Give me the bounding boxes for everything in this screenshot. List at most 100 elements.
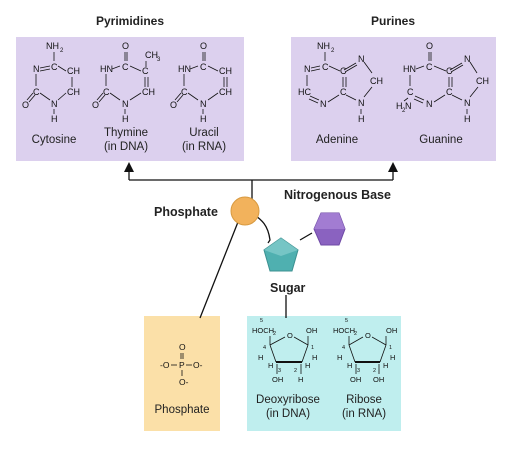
deoxyribose-note: (in DNA) — [265, 408, 311, 420]
svg-text:O: O — [170, 100, 177, 110]
svg-text:N: N — [464, 98, 471, 108]
uracil-note: (in RNA) — [181, 141, 227, 153]
svg-text:-O: -O — [160, 360, 170, 370]
adenine-label: Adenine — [315, 134, 359, 146]
svg-text:O: O — [426, 41, 433, 51]
svg-text:1: 1 — [389, 345, 392, 351]
svg-text:N: N — [358, 54, 365, 64]
svg-text:C: C — [142, 66, 149, 76]
svg-text:C: C — [103, 87, 110, 97]
svg-text:N: N — [200, 99, 207, 109]
deoxyribose-label: Deoxyribose (in DNA) — [252, 393, 324, 421]
thymine-note: (in DNA) — [103, 141, 149, 153]
svg-text:2: 2 — [331, 48, 335, 54]
svg-text:C: C — [51, 62, 58, 72]
svg-text:O: O — [179, 342, 186, 352]
svg-text:H: H — [305, 361, 310, 370]
svg-text:N: N — [464, 54, 471, 64]
svg-text:H: H — [358, 114, 365, 124]
svg-text:H: H — [390, 353, 395, 362]
svg-text:2: 2 — [273, 331, 276, 337]
svg-text:O-: O- — [179, 377, 189, 387]
svg-text:H: H — [268, 361, 273, 370]
svg-text:O: O — [365, 331, 371, 340]
svg-text:H: H — [312, 353, 317, 362]
svg-text:H: H — [464, 114, 471, 124]
svg-text:CH: CH — [219, 87, 232, 97]
svg-text:CH: CH — [219, 66, 232, 76]
svg-text:O-: O- — [193, 360, 203, 370]
svg-text:C: C — [181, 87, 188, 97]
phosphate-box-label: Phosphate — [154, 404, 210, 416]
sugar-box — [247, 316, 401, 431]
svg-text:C: C — [200, 62, 207, 72]
thymine-label: Thymine (in DNA) — [94, 126, 158, 154]
sugar-pentagon-icon — [263, 237, 299, 272]
svg-text:CH: CH — [145, 50, 158, 60]
thymine-name: Thymine — [103, 127, 149, 139]
svg-text:OH: OH — [306, 326, 317, 335]
svg-text:4: 4 — [342, 345, 345, 351]
svg-text:N: N — [122, 99, 129, 109]
svg-text:5: 5 — [345, 318, 348, 324]
svg-text:HOCH: HOCH — [333, 326, 355, 335]
svg-text:C: C — [33, 87, 40, 97]
svg-text:CH: CH — [476, 76, 489, 86]
svg-text:H: H — [383, 361, 388, 370]
svg-text:NH: NH — [317, 41, 330, 51]
svg-text:C: C — [446, 87, 453, 97]
svg-text:HN: HN — [403, 64, 416, 74]
nitrogenous-base-label: Nitrogenous Base — [284, 188, 391, 202]
svg-text:N: N — [51, 99, 58, 109]
guanine-label: Guanine — [419, 134, 463, 146]
svg-text:N: N — [405, 101, 412, 111]
svg-text:C: C — [407, 87, 414, 97]
phosphate-label: Phosphate — [154, 205, 218, 219]
svg-text:CH: CH — [67, 87, 80, 97]
svg-text:OH: OH — [386, 326, 397, 335]
svg-text:4: 4 — [263, 345, 266, 351]
svg-text:N: N — [320, 99, 327, 109]
svg-text:CH: CH — [142, 87, 155, 97]
svg-text:3: 3 — [157, 57, 161, 63]
svg-text:3: 3 — [278, 368, 281, 374]
svg-text:H: H — [347, 361, 352, 370]
svg-text:H: H — [200, 114, 207, 124]
svg-text:H: H — [258, 353, 263, 362]
uracil-structure: O C CH CH HN C O N H — [170, 41, 232, 124]
phosphate-circle-icon — [230, 196, 260, 226]
svg-text:C: C — [122, 62, 129, 72]
svg-text:P: P — [179, 360, 185, 370]
svg-text:HN: HN — [178, 64, 191, 74]
svg-text:N: N — [358, 98, 365, 108]
svg-text:OH: OH — [350, 375, 361, 384]
deoxyribose-name: Deoxyribose — [256, 394, 320, 406]
ribose-label: Ribose (in RNA) — [332, 393, 396, 421]
svg-text:C: C — [322, 62, 329, 72]
svg-text:OH: OH — [272, 375, 283, 384]
svg-text:O: O — [122, 41, 129, 51]
svg-text:N: N — [304, 64, 311, 74]
svg-text:C: C — [340, 66, 347, 76]
svg-text:2: 2 — [354, 331, 357, 337]
svg-text:HOCH: HOCH — [252, 326, 274, 335]
svg-text:2: 2 — [60, 48, 64, 54]
arrow-head-purines — [388, 162, 398, 172]
svg-text:C: C — [340, 87, 347, 97]
svg-text:H: H — [396, 101, 403, 111]
svg-text:O: O — [22, 100, 29, 110]
svg-text:OH: OH — [373, 375, 384, 384]
svg-text:1: 1 — [311, 345, 314, 351]
uracil-label: Uracil (in RNA) — [172, 126, 236, 154]
svg-text:H: H — [122, 114, 129, 124]
svg-text:H: H — [298, 375, 303, 384]
uracil-name: Uracil — [189, 127, 219, 139]
base-sugar-link — [299, 232, 313, 241]
purines-title: Purines — [370, 14, 415, 28]
svg-text:HN: HN — [100, 64, 113, 74]
